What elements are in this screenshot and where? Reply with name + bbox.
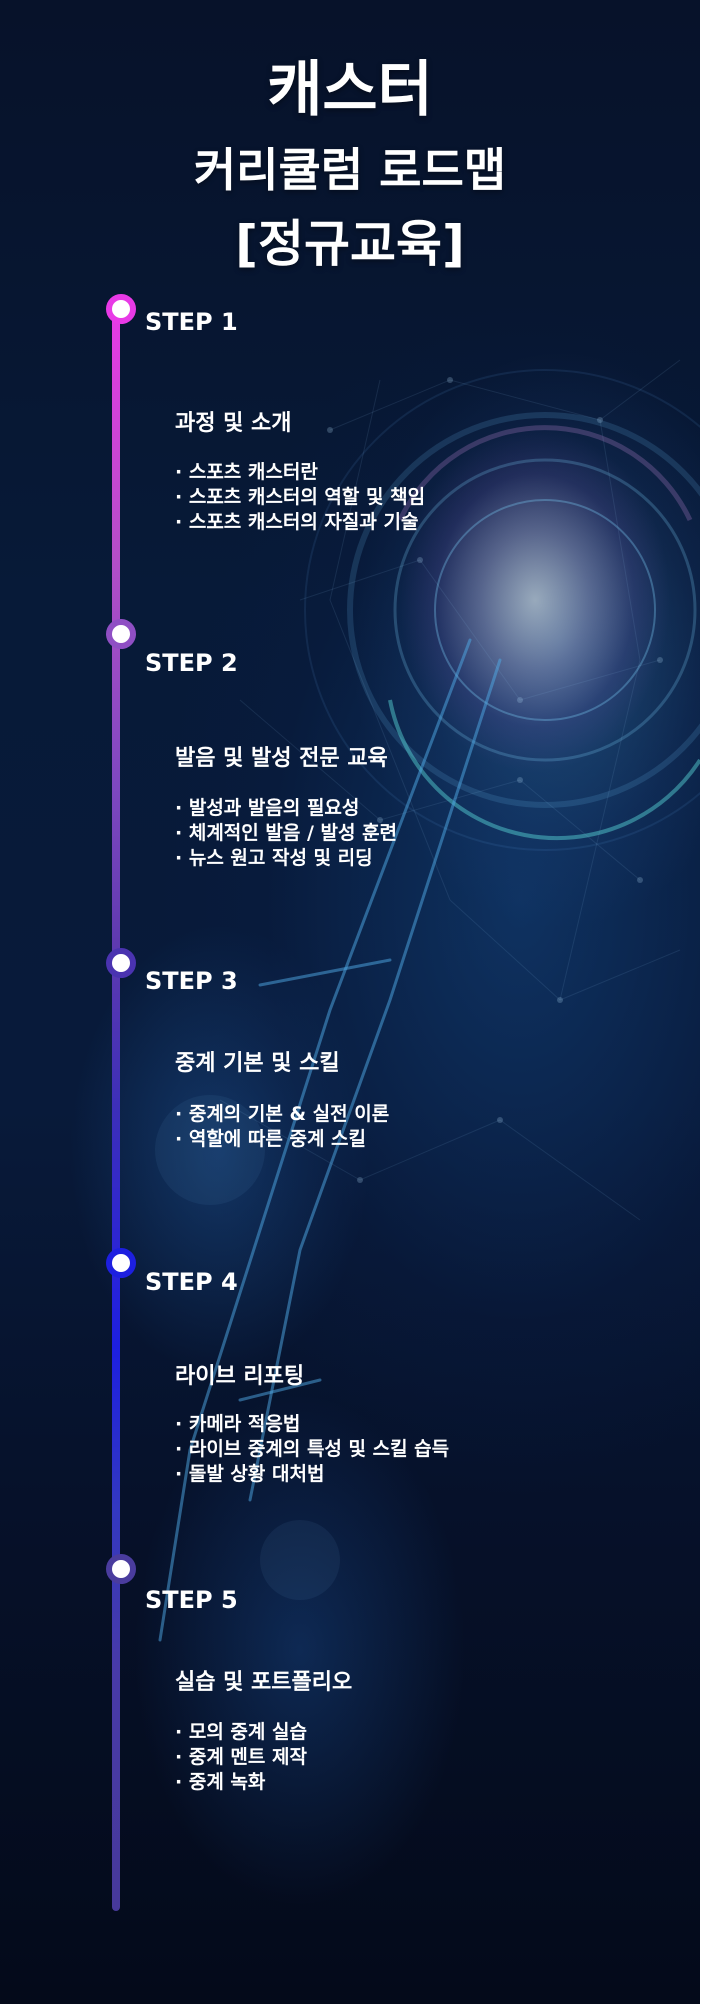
- list-item: · 중계의 기본 & 실전 이론: [175, 1103, 390, 1125]
- list-item: · 체계적인 발음 / 발성 훈련: [175, 822, 398, 844]
- timeline-dot-step-3: [106, 948, 136, 978]
- step-5-label: STEP 5: [145, 1586, 238, 1614]
- step-3-items: · 중계의 기본 & 실전 이론 · 역할에 따른 중계 스킬: [175, 1102, 389, 1152]
- list-item: · 스포츠 캐스터란: [175, 461, 318, 483]
- list-item: · 스포츠 캐스터의 자질과 기술: [175, 511, 419, 533]
- page-title: 캐스터: [267, 55, 433, 125]
- page-subtitle: 커리큘럼 로드맵: [193, 143, 507, 197]
- list-item: · 스포츠 캐스터의 역할 및 책임: [175, 486, 426, 508]
- step-2-title: 발음 및 발성 전문 교육: [175, 746, 388, 771]
- list-item: · 역할에 따른 중계 스킬: [175, 1128, 366, 1150]
- list-item: · 중계 멘트 제작: [175, 1746, 307, 1768]
- step-2-label: STEP 2: [145, 649, 238, 677]
- timeline-line: [112, 300, 120, 1911]
- list-item: · 돌발 상황 대처법: [175, 1463, 325, 1485]
- step-3-title: 중계 기본 및 스킬: [175, 1051, 340, 1076]
- timeline-dot-step-5: [106, 1554, 136, 1584]
- list-item: · 모의 중계 실습: [175, 1721, 307, 1743]
- step-4-items: · 카메라 적응법 · 라이브 중계의 특성 및 스킬 습득 · 돌발 상황 대…: [175, 1412, 449, 1487]
- step-1-items: · 스포츠 캐스터란 · 스포츠 캐스터의 역할 및 책임 · 스포츠 캐스터의…: [175, 460, 425, 535]
- step-3-label: STEP 3: [145, 967, 238, 995]
- step-1-label: STEP 1: [145, 308, 238, 336]
- list-item: · 라이브 중계의 특성 및 스킬 습득: [175, 1438, 450, 1460]
- timeline-dot-step-4: [106, 1248, 136, 1278]
- course-type-label: [정규교육]: [235, 215, 465, 273]
- list-item: · 뉴스 원고 작성 및 리딩: [175, 847, 373, 869]
- step-1-title: 과정 및 소개: [175, 411, 292, 436]
- step-5-items: · 모의 중계 실습 · 중계 멘트 제작 · 중계 녹화: [175, 1720, 307, 1795]
- list-item: · 발성과 발음의 필요성: [175, 797, 360, 819]
- timeline-dot-step-2: [106, 619, 136, 649]
- step-2-items: · 발성과 발음의 필요성 · 체계적인 발음 / 발성 훈련 · 뉴스 원고 …: [175, 796, 397, 871]
- step-4-title: 라이브 리포팅: [175, 1364, 305, 1389]
- step-4-label: STEP 4: [145, 1268, 238, 1296]
- step-5-title: 실습 및 포트폴리오: [175, 1670, 353, 1695]
- timeline-dot-step-1: [106, 294, 136, 324]
- list-item: · 카메라 적응법: [175, 1413, 301, 1435]
- list-item: · 중계 녹화: [175, 1771, 266, 1793]
